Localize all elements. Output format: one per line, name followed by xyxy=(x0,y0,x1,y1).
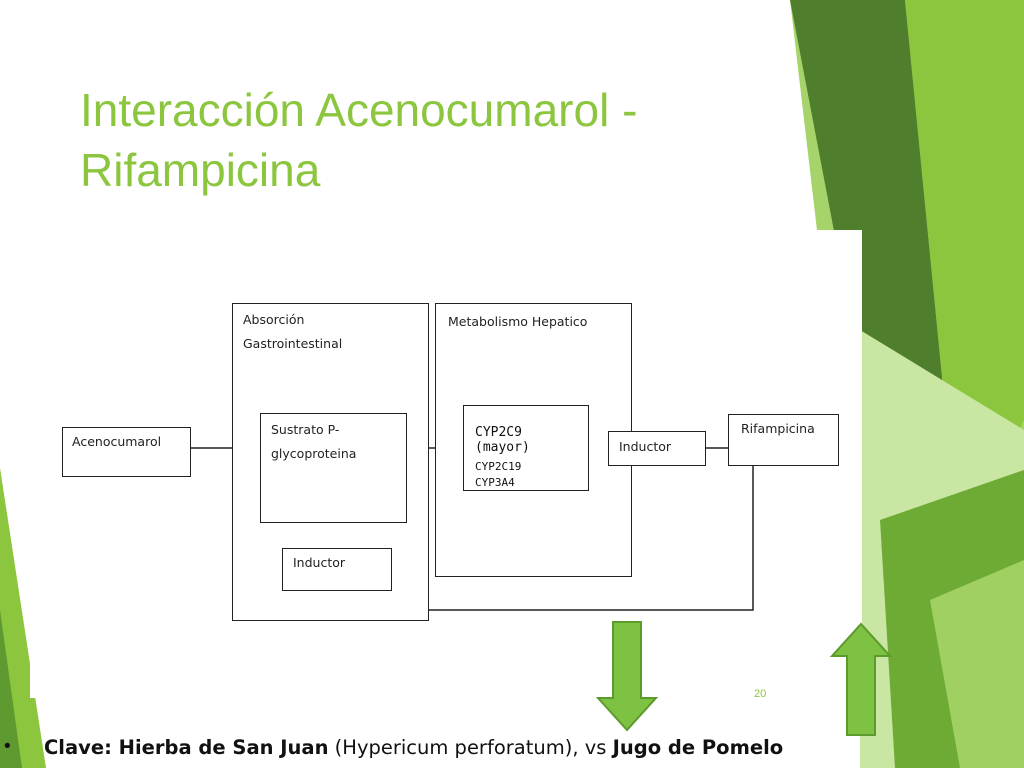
glycoproteina-label: glycoproteina xyxy=(271,446,357,461)
rifampicina-box: Rifampicina xyxy=(728,414,839,466)
acenocumarol-box: Acenocumarol xyxy=(62,427,191,477)
inductor-gi-box: Inductor xyxy=(282,548,392,591)
cyp-box: CYP2C9 (mayor) CYP2C19 CYP3A4 xyxy=(463,405,589,491)
mayor-label: (mayor) xyxy=(475,440,530,455)
right-facet-bottom xyxy=(930,560,1024,768)
footer-key-note: Clave: Hierba de San Juan (Hypericum per… xyxy=(44,736,783,759)
metabolismo-label: Metabolismo Hepatico xyxy=(448,314,588,329)
increase-arrow-icon xyxy=(830,622,892,736)
cyp2c19-label: CYP2C19 xyxy=(475,460,522,473)
hypericum-text: (Hypericum perforatum), vs xyxy=(328,736,613,759)
interaction-diagram: Absorción Gastrointestinal Metabolismo H… xyxy=(30,230,862,698)
sustrato-box: Sustrato P- glycoproteina xyxy=(260,413,407,523)
cyp2c9-label: CYP2C9 xyxy=(475,425,522,440)
acenocumarol-label: Acenocumarol xyxy=(72,434,162,449)
gastrointestinal-label: Gastrointestinal xyxy=(243,336,343,351)
decrease-arrow-icon xyxy=(596,621,658,732)
inductor-gi-label: Inductor xyxy=(293,555,346,570)
pomelo-text: Jugo de Pomelo xyxy=(612,736,784,759)
title-line-1: Interacción Acenocumarol - xyxy=(80,84,638,136)
inductor-hepatico-label: Inductor xyxy=(619,439,672,454)
slide-title: Interacción Acenocumarol - Rifampicina xyxy=(80,80,780,200)
page-number: 20 xyxy=(754,688,767,700)
rifampicina-label: Rifampicina xyxy=(741,421,815,436)
clave-text: Clave: Hierba de San Juan xyxy=(44,736,329,759)
inductor-hepatico-box: Inductor xyxy=(608,431,706,466)
title-line-2: Rifampicina xyxy=(80,144,321,196)
bullet-marker: • xyxy=(4,736,11,757)
cyp3a4-label: CYP3A4 xyxy=(475,476,515,489)
left-corner-facet-dark xyxy=(0,610,22,768)
absorcion-label: Absorción xyxy=(243,312,305,327)
sustrato-label: Sustrato P- xyxy=(271,422,340,437)
